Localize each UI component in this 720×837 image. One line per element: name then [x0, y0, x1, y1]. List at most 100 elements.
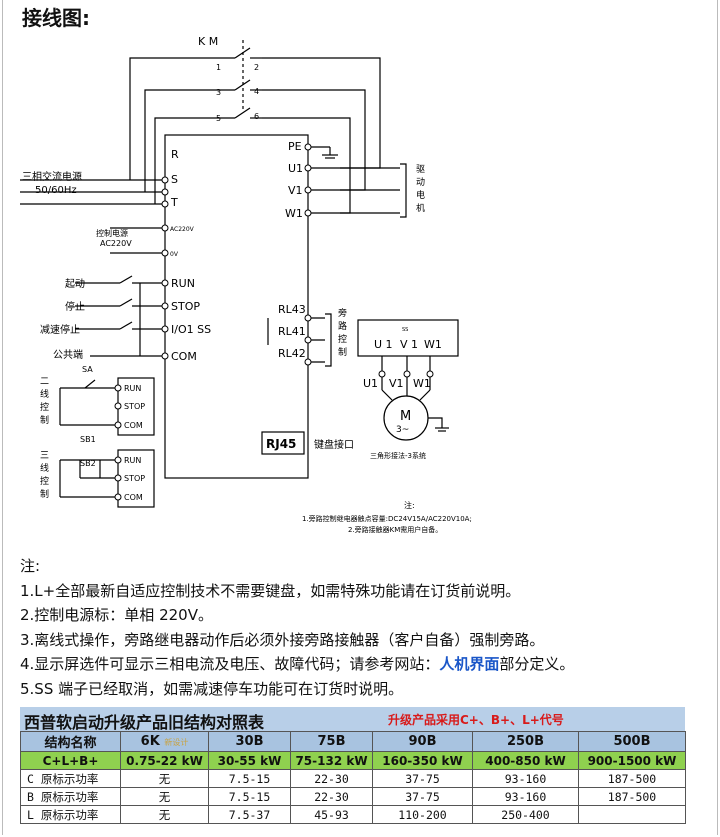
terminal-stop: STOP	[171, 300, 200, 313]
comparison-table: 结构名称 6K 新设计 30B 75B 90B 250B 500B C+L+B+…	[20, 731, 686, 824]
header-cell: 6K 新设计	[120, 731, 209, 752]
contact-number: 3	[216, 88, 221, 97]
contactor-u1: U 1	[374, 338, 393, 351]
diagram-note-2: 2.旁路接触器KM需用户自备。	[348, 525, 442, 534]
header-cell: 90B	[372, 731, 473, 752]
contact-number: 2	[254, 63, 259, 72]
power-label: 三相交流电源	[22, 170, 82, 183]
bypass-label: 控	[338, 333, 347, 345]
table-cell: L 原标示功率	[20, 805, 121, 824]
two-wire-label: 制	[40, 414, 49, 426]
note-5: 5.SS 端子已经取消，如需减速停车功能可在订货时说明。	[20, 679, 404, 698]
terminal-s: S	[171, 173, 178, 186]
table-cell	[578, 805, 686, 824]
two-wire-label: 控	[40, 401, 49, 413]
sa-label: SA	[82, 365, 93, 374]
mini-com: COM	[124, 493, 143, 502]
table-cell: 无	[120, 787, 209, 806]
motor-caption: 三角形接法-3系统	[370, 451, 426, 460]
table-cell: 30-55 kW	[208, 751, 291, 770]
table-cell: C 原标示功率	[20, 769, 121, 788]
relay-rl42: RL42	[278, 347, 306, 360]
control-power-voltage: AC220V	[100, 239, 132, 248]
table-header-row: 结构名称 6K 新设计 30B 75B 90B 250B 500B	[20, 731, 686, 752]
terminal-com: COM	[171, 350, 197, 363]
two-wire-label: 二	[40, 377, 49, 387]
table-subtitle: 升级产品采用C+、B+、L+代号	[388, 713, 564, 727]
note-4: 4.显示屏选件可显示三相电流及电压、故障代码；请参考网站：人机界面部分定义。	[20, 652, 710, 677]
page-title: 接线图:	[22, 6, 90, 30]
table-cell: 0.75-22 kW	[120, 751, 209, 770]
table-row: B 原标示功率 无 7.5-15 22-30 37-75 93-160 187-…	[20, 787, 686, 806]
diagram-note-1: 1.旁路控制继电器触点容量:DC24V15A/AC220V10A;	[302, 514, 472, 523]
terminal-t: T	[170, 196, 178, 209]
terminal-u1: U1	[288, 162, 303, 175]
contact-number: 6	[254, 112, 259, 121]
header-cell: 75B	[290, 731, 373, 752]
terminal-w1: W1	[285, 207, 303, 220]
contact-number: 4	[254, 87, 259, 96]
header-6k-extra: 新设计	[164, 738, 189, 747]
table-row: C 原标示功率 无 7.5-15 22-30 37-75 93-160 187-…	[20, 769, 686, 788]
table-cell: 187-500	[578, 769, 686, 788]
table-cell: 93-160	[472, 787, 579, 806]
table-cell: 22-30	[290, 769, 373, 788]
motor-side-label: 机	[416, 202, 425, 214]
sb1-label: SB1	[80, 435, 96, 444]
contactor-w1: W1	[424, 338, 442, 351]
motor-side-label: 驱	[416, 164, 425, 175]
contact-number: 5	[216, 114, 221, 123]
note-2: 2.控制电源标：单相 220V。	[20, 606, 213, 624]
contact-number: 1	[216, 63, 221, 72]
motor-symbol-sub: 3~	[396, 425, 409, 435]
power-row: C+L+B+ 0.75-22 kW 30-55 kW 75-132 kW 160…	[20, 751, 686, 770]
two-wire-label: 线	[40, 388, 49, 400]
three-wire-label: 制	[40, 488, 49, 500]
keyboard-port-label: 键盘接口	[314, 438, 354, 451]
table-cell: 110-200	[372, 805, 473, 824]
diagram-note-title: 注:	[404, 500, 415, 510]
table-cell: 37-75	[372, 769, 473, 788]
stop-label: 停止	[65, 300, 85, 313]
table-cell: 250-400	[472, 805, 579, 824]
control-power-label: 控制电源	[96, 228, 128, 238]
contactor-title: SS	[402, 327, 408, 333]
power-frequency: 50/60Hz	[35, 185, 77, 196]
start-label: 起动	[65, 278, 85, 290]
ac220v-terminal: AC220V	[170, 226, 195, 233]
sb2-label: SB2	[80, 459, 96, 468]
decel-stop-label: 减速停止	[40, 323, 80, 336]
table-cell: 93-160	[472, 769, 579, 788]
note-4-text: 4.显示屏选件可显示三相电流及电压、故障代码；请参考网站：	[20, 655, 440, 673]
table-cell: 7.5-37	[208, 805, 291, 824]
bypass-label: 旁	[338, 307, 347, 319]
motor-symbol: M	[400, 409, 411, 424]
mini-com: COM	[124, 421, 143, 430]
header-cell: 30B	[208, 731, 291, 752]
header-cell: 结构名称	[20, 731, 121, 752]
header-6k: 6K	[140, 734, 160, 749]
table-cell: 37-75	[372, 787, 473, 806]
terminal-v1: V1	[288, 184, 303, 197]
motor-terminal-w1: W1	[413, 377, 431, 390]
table-cell: 22-30	[290, 787, 373, 806]
terminal-run: RUN	[171, 277, 195, 290]
motor-side-label: 动	[416, 177, 425, 188]
three-wire-label: 控	[40, 475, 49, 487]
terminal-r: R	[171, 148, 179, 161]
mini-stop: STOP	[124, 474, 145, 483]
table-cell: 187-500	[578, 787, 686, 806]
table-cell: 无	[120, 805, 209, 824]
header-cell: 500B	[578, 731, 686, 752]
table-cell: 160-350 kW	[372, 751, 473, 770]
hmi-link[interactable]: 人机界面	[439, 655, 500, 673]
table-cell: C+L+B+	[20, 751, 121, 770]
motor-side-label: 电	[416, 189, 425, 201]
wiring-diagram: K M 1 2 3 4 5 6 R S T 三相交流电源 50/60Hz 控制电…	[20, 35, 472, 534]
bypass-label: 制	[338, 346, 347, 358]
table-cell: 7.5-15	[208, 769, 291, 788]
mini-run: RUN	[124, 456, 141, 465]
note-4-suffix: 部分定义。	[499, 655, 575, 673]
table-title: 西普软启动升级产品旧结构对照表	[24, 713, 265, 732]
